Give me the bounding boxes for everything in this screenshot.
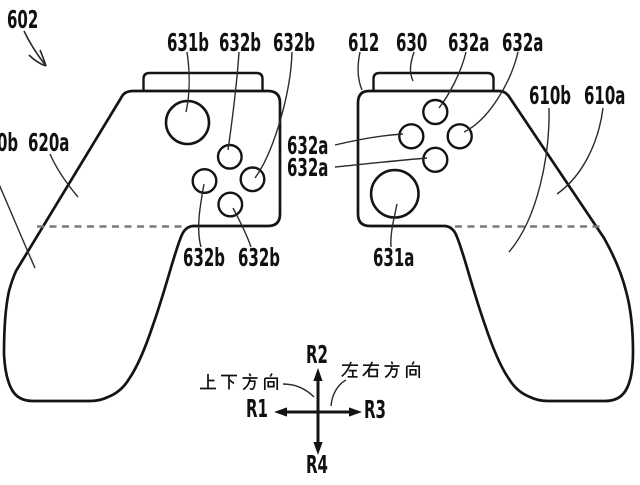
leader-620b (0, 184, 36, 269)
leader-632b-top-2 (254, 51, 293, 179)
label-631b: 631b (167, 28, 210, 57)
leader-632a-mid-2 (334, 157, 428, 168)
label-632b-bottom-2: 632b (238, 243, 281, 272)
right-button-bottom-632a (422, 146, 449, 174)
leader-610a (556, 107, 604, 195)
kanji-shita-icon (220, 374, 238, 391)
label-632b-top-1: 632b (219, 28, 262, 57)
kanji-hidari-icon (340, 360, 359, 378)
kanji-migi-icon (361, 360, 380, 378)
leader-631b (185, 51, 190, 113)
leader-updown-label (282, 383, 315, 398)
label-632a-top-1: 632a (448, 28, 490, 57)
leader-630 (409, 51, 415, 82)
leader-632b-bottom-1 (197, 183, 205, 248)
right-button-top-632a (422, 98, 449, 126)
right-controller-outline (356, 89, 635, 403)
kanji-hou-icon (241, 372, 259, 391)
leader-632a-top-2 (463, 51, 519, 133)
label-r4: R4 (306, 450, 328, 479)
leader-632b-top-1 (227, 51, 240, 151)
label-r2: R2 (306, 340, 328, 369)
right-controller (356, 71, 635, 403)
right-button-left-632a (398, 123, 425, 150)
direction-cross (274, 368, 362, 455)
label-632b-top-2: 632b (273, 28, 316, 57)
label-620b-clipped: 0b (0, 128, 19, 157)
left-button-left-632b (191, 167, 218, 194)
leader-612 (357, 51, 363, 91)
updown-direction-label (198, 372, 281, 392)
leader-610b (508, 107, 550, 253)
arrowhead-up-icon (313, 368, 323, 381)
label-620a: 620a (28, 128, 70, 157)
right-button-right-632a (446, 123, 473, 150)
leader-lines (0, 51, 604, 407)
right-controller-rail (372, 71, 495, 91)
label-r1: R1 (246, 394, 268, 423)
left-button-bottom-632b (217, 191, 244, 218)
label-631a: 631a (373, 243, 415, 272)
leftright-direction-label (340, 360, 423, 380)
leader-632a-top-1 (438, 51, 467, 109)
kanji-hou-icon (383, 360, 401, 379)
label-602: 602 (7, 5, 39, 34)
arrowhead-down-icon (313, 442, 323, 455)
left-controller-outline (2, 89, 282, 403)
ref-602-arrow (23, 30, 47, 67)
label-632a-mid-1: 632a (287, 131, 329, 160)
kanji-kou-icon (263, 372, 279, 391)
label-632a-mid-2: 632a (287, 153, 329, 182)
ref-602-arrow-shaft (23, 30, 47, 67)
leader-631a (390, 203, 398, 248)
arrowhead-right-icon (349, 407, 362, 417)
label-612: 612 (348, 28, 380, 57)
leader-632b-bottom-2 (232, 207, 252, 248)
label-610b: 610b (529, 81, 572, 110)
label-610a: 610a (584, 81, 626, 110)
arrowhead-left-icon (274, 407, 287, 417)
kanji-kou-icon (405, 360, 421, 379)
left-controller (2, 71, 282, 403)
leader-620a (49, 153, 79, 198)
leader-leftright-label (330, 379, 347, 407)
leader-632a-mid-1 (334, 133, 404, 146)
label-632a-top-2: 632a (502, 28, 544, 57)
label-632b-bottom-1: 632b (183, 243, 226, 272)
left-controller-rail (142, 71, 264, 91)
kanji-ue-icon (199, 373, 217, 390)
left-button-top-632b (216, 143, 243, 170)
ref-602-arrow-head (28, 49, 47, 67)
left-button-right-632b (239, 166, 266, 193)
right-analog-stick-631a (369, 168, 420, 219)
label-630: 630 (396, 28, 428, 57)
label-r3: R3 (364, 395, 386, 424)
